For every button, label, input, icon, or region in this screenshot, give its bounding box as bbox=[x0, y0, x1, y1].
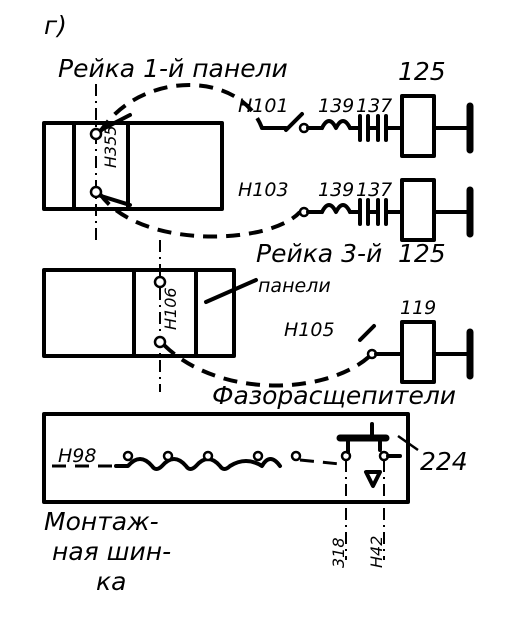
rail3-terminal-top bbox=[153, 275, 167, 289]
device-119 bbox=[400, 320, 436, 384]
device-125-mid bbox=[400, 178, 436, 242]
number-139-b: 139 bbox=[318, 179, 354, 201]
mounting-bus-block: Н98 bbox=[42, 412, 419, 560]
wire-label-h103: Н103 bbox=[238, 179, 289, 201]
rail3-label-line1: Рейка 3-й bbox=[256, 239, 382, 268]
coil-139-b bbox=[320, 203, 352, 214]
number-119: 119 bbox=[400, 297, 436, 319]
rail1-block: Н355 bbox=[42, 84, 224, 240]
wire-lead-bottom bbox=[99, 194, 132, 207]
switch-blade-h105 bbox=[358, 324, 376, 342]
row-h101: Н101 139 137 125 bbox=[238, 57, 474, 158]
bus-label-line1: Монтаж- bbox=[44, 507, 159, 536]
wire-arc-h101 bbox=[98, 83, 264, 134]
bus-label-line2: ная шин- bbox=[52, 537, 171, 566]
rail3-block: Н106 bbox=[42, 240, 258, 392]
wire-label-h355: Н355 bbox=[101, 125, 120, 168]
wire-label-318: 318 bbox=[329, 537, 348, 568]
bus-chain bbox=[114, 457, 282, 471]
coil-139-a bbox=[320, 119, 352, 130]
rail1-terminal-top bbox=[89, 127, 103, 141]
wire-label-h105: Н105 bbox=[284, 319, 335, 341]
number-137-a: 137 bbox=[356, 95, 392, 117]
wire-arc-h105 bbox=[162, 343, 374, 388]
figure-label: г) bbox=[44, 11, 67, 40]
wire-label-h98: Н98 bbox=[58, 445, 96, 467]
diode-icon bbox=[364, 470, 382, 488]
wire-label-h106: Н106 bbox=[161, 287, 180, 330]
number-224: 224 bbox=[420, 447, 468, 476]
wire-lead-top bbox=[99, 113, 132, 132]
switch-blade-a bbox=[284, 112, 304, 132]
number-125-mid: 125 bbox=[398, 239, 446, 268]
number-137-b: 137 bbox=[356, 179, 392, 201]
rail1-label: Рейка 1-й панели bbox=[58, 54, 288, 83]
bus-label-line3: ка bbox=[96, 567, 126, 596]
rail1-terminal-bottom bbox=[89, 185, 103, 199]
wire-arc-h103 bbox=[98, 192, 302, 239]
device-125-top bbox=[400, 94, 436, 158]
number-125-top: 125 bbox=[398, 57, 446, 86]
rail3-terminal-bottom bbox=[153, 335, 167, 349]
row-h103: Н103 139 137 bbox=[238, 178, 474, 242]
phase-splitters-label: Фазорасщепители bbox=[212, 381, 456, 410]
row-h105: Н105 119 bbox=[284, 297, 474, 384]
wire-label-h42: Н42 bbox=[367, 536, 386, 568]
rail3-label-line2: панели bbox=[258, 275, 331, 297]
wire-label-h101: Н101 bbox=[238, 95, 289, 117]
number-139-a: 139 bbox=[318, 95, 354, 117]
